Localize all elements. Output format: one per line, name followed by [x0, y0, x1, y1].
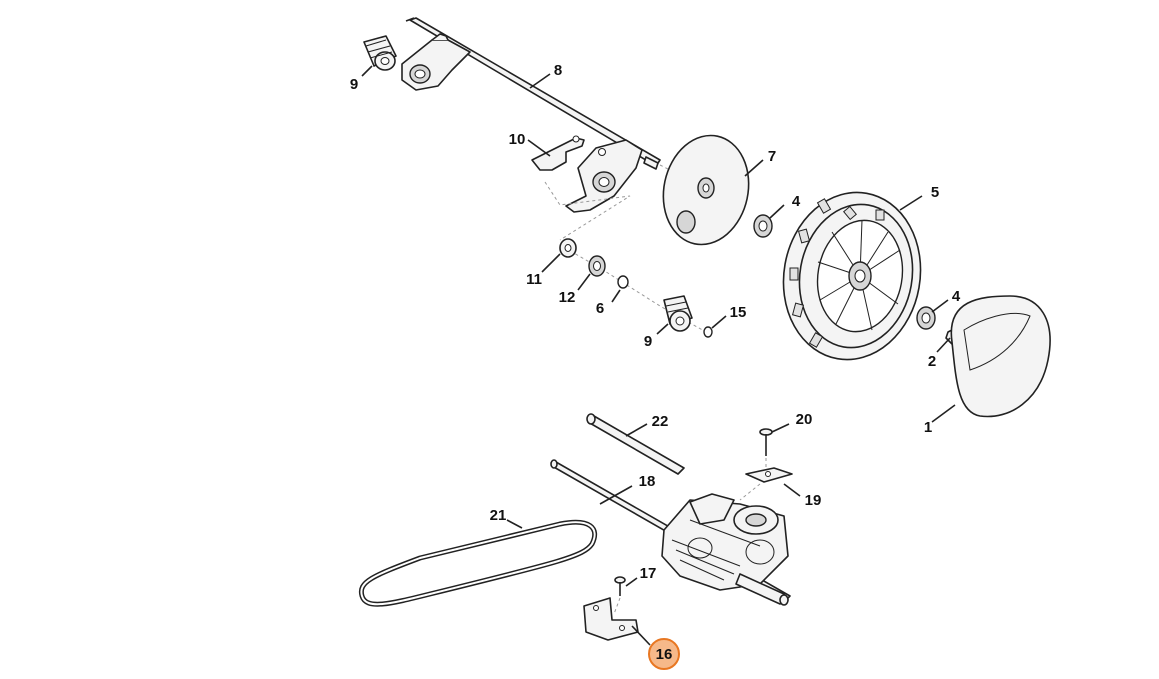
leader-lines — [361, 65, 956, 646]
callout-2: 2 — [928, 353, 936, 370]
callout-10: 10 — [509, 131, 526, 148]
callout-22: 22 — [652, 413, 669, 430]
hub-cap — [950, 295, 1051, 418]
callout-6: 6 — [596, 300, 604, 317]
axle-housing — [565, 139, 643, 213]
callout-7: 7 — [768, 148, 776, 165]
retaining-ring — [617, 275, 629, 289]
callout-5: 5 — [931, 184, 939, 201]
callout-4-lower: 4 — [952, 288, 961, 305]
callout-20: 20 — [796, 411, 813, 428]
callout-9-top: 9 — [350, 76, 358, 93]
callout-8: 8 — [554, 62, 562, 79]
washer — [559, 238, 577, 258]
bearing-upper — [753, 214, 773, 238]
screw-top — [759, 428, 773, 456]
gearbox — [661, 493, 789, 606]
callout-17: 17 — [640, 565, 657, 582]
belt-guide-bracket — [745, 467, 793, 483]
callout-21: 21 — [490, 507, 507, 524]
wheel-disc — [662, 134, 750, 246]
axle-bracket — [401, 33, 471, 91]
ratchet-pawl — [531, 135, 585, 171]
callout-18: 18 — [639, 473, 656, 490]
callout-11: 11 — [526, 271, 542, 288]
callout-9-middle: 9 — [644, 333, 652, 350]
callout-16-highlight: 16 — [648, 638, 680, 670]
pinion-gear-top — [363, 35, 397, 71]
callout-4-upper: 4 — [792, 193, 801, 210]
axle-shaft — [405, 17, 661, 170]
callout-16: 16 — [656, 646, 673, 663]
pinion-gear-middle — [663, 295, 693, 332]
rear-wheel — [782, 191, 922, 361]
bearing-small — [588, 255, 606, 277]
callout-15: 15 — [730, 304, 747, 321]
spacer-tube — [586, 413, 685, 475]
mounting-bracket — [583, 597, 639, 641]
screw-bottom — [614, 576, 626, 596]
drive-belt — [358, 519, 598, 607]
callout-19: 19 — [805, 492, 822, 509]
callout-12: 12 — [559, 289, 576, 306]
circlip — [703, 326, 713, 338]
callout-1: 1 — [924, 419, 932, 436]
bearing-lower — [916, 306, 936, 330]
